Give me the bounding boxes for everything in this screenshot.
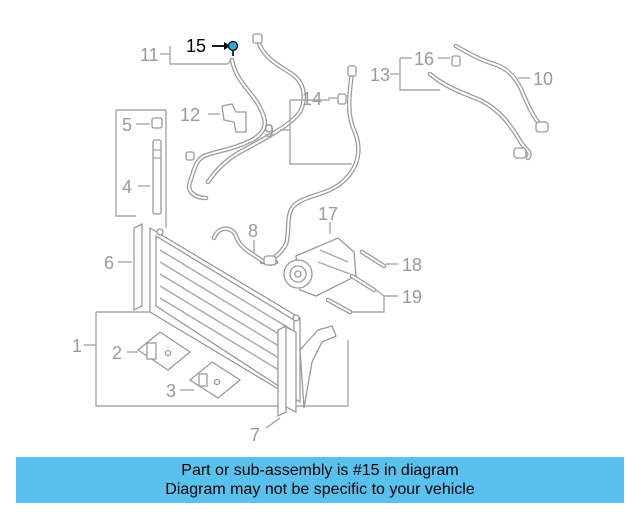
callout-15[interactable]: 15: [186, 36, 206, 56]
callout-2: 2: [112, 343, 122, 363]
callout-6: 6: [104, 253, 114, 273]
part-17-compressor: [283, 222, 357, 297]
part-7-seal: [265, 324, 287, 429]
callout-9: 9: [264, 121, 274, 141]
callout-5: 5: [122, 115, 132, 135]
callout-14: 14: [302, 89, 322, 109]
callout-7: 7: [250, 425, 260, 445]
callout-17: 17: [318, 204, 338, 224]
part-10-13-lines: [390, 43, 549, 161]
callout-18: 18: [402, 255, 422, 275]
part-11-bracket: [160, 46, 233, 65]
part-3-bracket-kit: [180, 361, 242, 399]
part-8-line: [211, 226, 279, 266]
callout-10: 10: [533, 69, 553, 89]
part-4-5-drier: [115, 109, 167, 228]
part-18-19-bolts: [325, 249, 398, 315]
banner-line-2: Diagram may not be specific to your vehi…: [165, 481, 475, 498]
banner-line-1: Part or sub-assembly is #15 in diagram: [181, 462, 459, 479]
callout-12: 12: [180, 105, 200, 125]
part-15-bolt[interactable]: [212, 40, 239, 57]
bolt-15-icon: [227, 40, 239, 52]
callout-13: 13: [370, 65, 390, 85]
parts-diagram: 15 11 16 13 10 14 12 5 9 4 17 8 6 18 19 …: [72, 33, 553, 445]
callout-16: 16: [414, 49, 434, 69]
pressure-line: [259, 65, 361, 265]
part-6-seal: [118, 222, 143, 312]
callout-19: 19: [402, 287, 422, 307]
callout-11: 11: [140, 45, 159, 65]
callout-8: 8: [248, 221, 258, 241]
callout-1: 1: [72, 336, 82, 356]
callout-3: 3: [166, 381, 176, 401]
info-banner: Part or sub-assembly is #15 in diagram D…: [16, 457, 624, 503]
condenser-assembly: [84, 226, 349, 414]
suction-line: [185, 33, 307, 201]
callout-4: 4: [122, 177, 132, 197]
part-2-bracket-kit: [127, 331, 192, 371]
